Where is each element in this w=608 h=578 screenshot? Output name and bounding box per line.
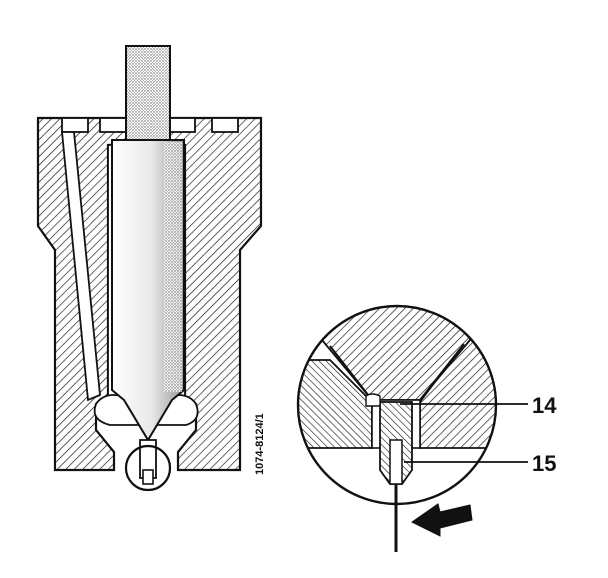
needle-stipple <box>164 142 182 392</box>
pintle-tip <box>142 469 154 485</box>
needle-pintle <box>139 439 157 479</box>
top-recess-left <box>61 117 89 133</box>
needle-stem <box>125 45 171 147</box>
detail-seat-outline <box>329 343 465 401</box>
callout-15-label: 15 <box>532 451 556 476</box>
detail-view <box>296 304 498 552</box>
figure-code: 1074-8124/1 <box>254 413 266 475</box>
detail-seat-gap <box>365 393 381 407</box>
detail-pintle-stem <box>389 439 403 485</box>
nozzle-section <box>36 45 263 492</box>
detail-marker-circle <box>124 444 172 492</box>
top-recess-right <box>211 117 239 133</box>
flow-arrow-icon <box>411 503 473 537</box>
callout-14-label: 14 <box>532 393 557 418</box>
inlet-passage <box>61 131 101 402</box>
